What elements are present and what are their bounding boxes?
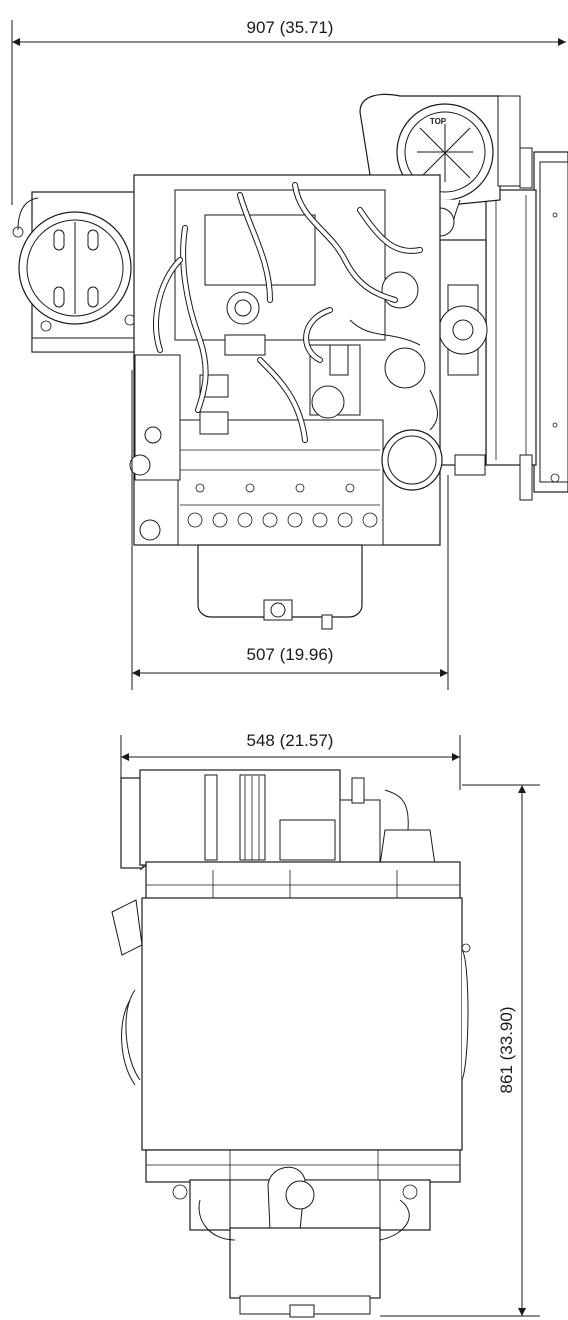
dimension-overall-width: 907 (35.71) xyxy=(11,18,566,205)
length-label: 861 (33.90) xyxy=(497,1007,516,1094)
engine-hoses xyxy=(153,182,438,443)
fan-pulley xyxy=(437,239,488,476)
top-radiator xyxy=(141,861,463,1183)
dimension-length: 861 (33.90) xyxy=(380,784,540,1317)
air-cleaner-top-label: TOP xyxy=(430,117,447,126)
top-lower-engine xyxy=(172,1166,431,1318)
top-air-cleaner xyxy=(120,769,441,871)
radiator xyxy=(485,147,568,501)
top-width-label: 548 (21.57) xyxy=(247,731,334,750)
overall-width-label: 907 (35.71) xyxy=(247,18,334,37)
base-width-label: 507 (19.96) xyxy=(247,645,334,664)
top-view-engine xyxy=(111,769,471,1318)
dimension-base-width: 507 (19.96) xyxy=(131,370,449,690)
top-side-parts xyxy=(111,899,471,1086)
front-view-engine: TOP xyxy=(12,93,568,630)
engine-block xyxy=(129,174,443,546)
dimension-top-width: 548 (21.57) xyxy=(120,731,461,790)
oil-pan xyxy=(197,544,363,630)
